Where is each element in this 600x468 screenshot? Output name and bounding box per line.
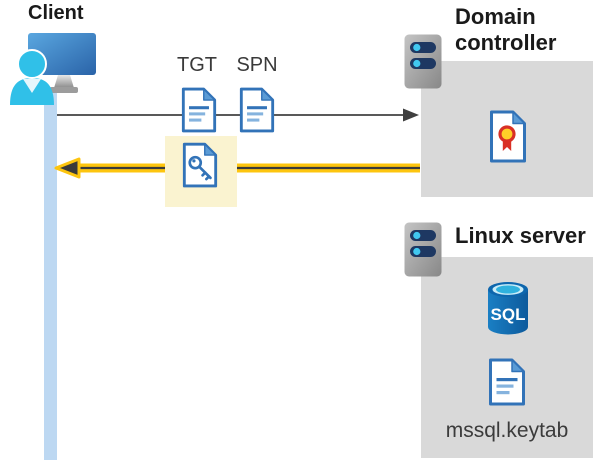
- tgt-document-icon: [180, 87, 218, 133]
- request-arrow: [57, 108, 419, 122]
- linux-server-label: Linux server: [455, 223, 586, 248]
- response-arrow: [54, 157, 420, 179]
- sql-database-icon: SQL: [488, 282, 528, 335]
- spn-document-icon: [238, 87, 276, 133]
- client-node-label: Client: [28, 2, 84, 24]
- client-lifeline: [44, 87, 57, 460]
- domain-controller-label: Domain controller: [455, 4, 557, 55]
- keytab-document-icon: [487, 357, 527, 407]
- key-document-icon: [182, 142, 218, 188]
- sql-icon-label: SQL: [491, 305, 526, 324]
- domain-controller-server-icon: [404, 34, 442, 89]
- linux-server-icon: [404, 222, 442, 277]
- spn-label: SPN: [236, 54, 278, 76]
- user-workstation-icon: [10, 33, 96, 105]
- tgt-label: TGT: [177, 54, 217, 76]
- keytab-filename: mssql.keytab: [445, 419, 569, 442]
- certificate-icon: [490, 110, 526, 163]
